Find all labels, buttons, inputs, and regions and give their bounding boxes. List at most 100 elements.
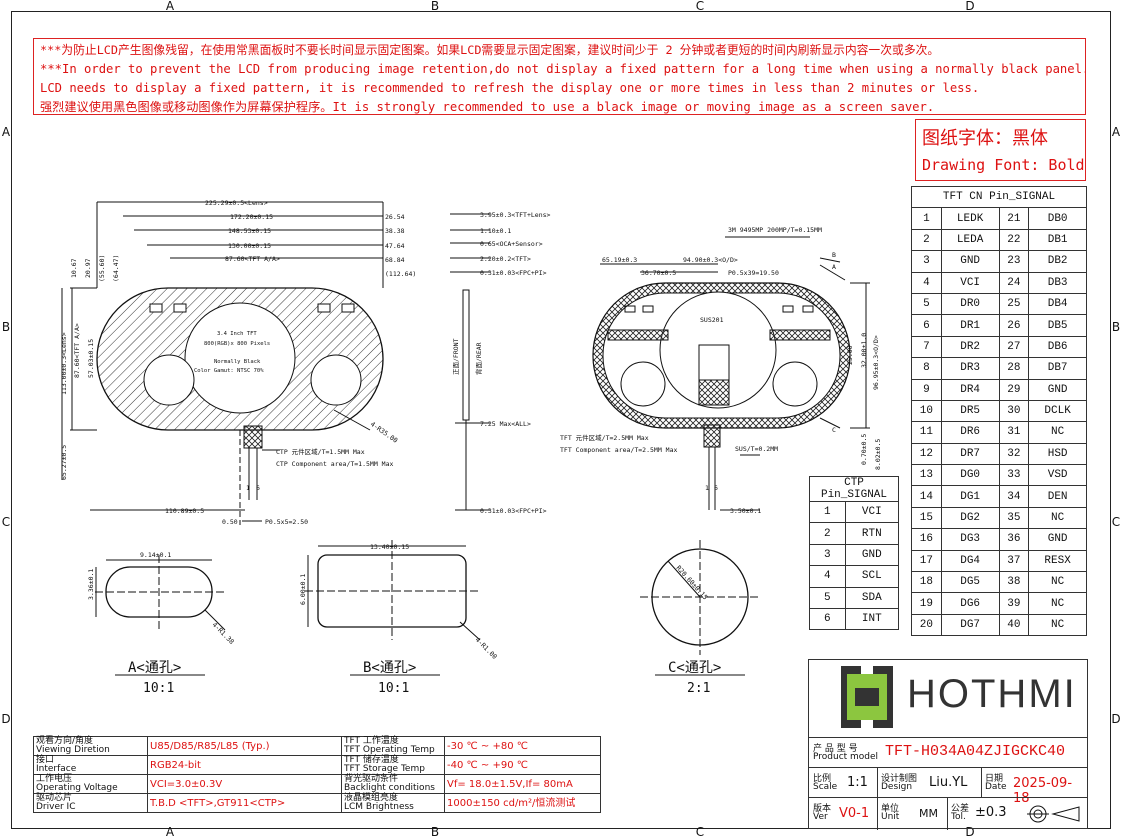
tft-pin-number: 26 [998, 314, 1030, 337]
tft-pin-number: 10 [911, 399, 942, 423]
front-vdim-8: 65.27±0.5 [60, 445, 68, 480]
detail-a-title: A<通孔> [128, 660, 181, 676]
ctp-pin-number: 1 [809, 500, 846, 524]
tft-pin-signal: DG7 [940, 613, 1000, 637]
side-dim-2: 1.10±0.1 [480, 227, 511, 235]
tol-label-en: Tol. [951, 812, 966, 822]
tft-pin-number: 25 [998, 292, 1030, 316]
side-dim-4: 2.20±0.2<TFT> [480, 255, 531, 263]
front-bottom-dim-1: 110.89±0.5 [165, 507, 204, 515]
front-slot-4 [341, 303, 355, 313]
zone-row-a-right: A [1111, 125, 1121, 139]
tft-pin-number: 39 [998, 592, 1030, 615]
tft-pin-signal: DEN [1028, 485, 1087, 508]
side-dim-5: 0.31±0.03<FPC+PI> [480, 269, 547, 277]
tft-pin-signal: DR3 [940, 357, 1000, 380]
date-label-en: Date [985, 782, 1007, 792]
tft-pin-number: 9 [911, 378, 942, 401]
design-label-cn: 设计制图 [881, 774, 918, 784]
rear-pad-left [607, 329, 669, 341]
tft-pin-signal: DR4 [940, 378, 1000, 401]
front-hole-right [310, 354, 362, 406]
front-slot-3 [317, 303, 331, 313]
front-bottom-dim-3: P0.5x5=2.50 [265, 518, 308, 526]
tft-pin-number: 40 [998, 613, 1030, 637]
detail-c-scale: 2:1 [687, 681, 710, 696]
tft-pin-number: 20 [911, 613, 942, 637]
tft-pin-number: 27 [998, 335, 1030, 359]
ctp-pin-signal: INT [844, 607, 900, 631]
front-vdim-1: 10.67 [70, 258, 78, 278]
spec-label-en: LCM Brightness [344, 802, 414, 812]
detail-a-scale: 10:1 [143, 681, 174, 696]
spec-label-cn: TFT 工作温度 [344, 736, 399, 746]
front-dim-2: 172.20±0.15 [230, 213, 273, 221]
tol-label-cn: 公差 [951, 804, 970, 814]
detail-a-dim-3: 4-R1.38 [211, 621, 236, 646]
zone-row-a-left: A [1, 125, 11, 139]
front-pin-6: 6 [256, 484, 260, 492]
warning-line-2: ***In order to prevent the LCD from prod… [40, 62, 1086, 76]
front-vdim-5: 113.00±0.3<Lens> [60, 332, 68, 395]
tft-pin-signal: DR7 [940, 442, 1000, 466]
rear-pad-right [769, 329, 831, 341]
ctp-pin-number: 2 [809, 522, 846, 545]
tft-pin-signal: DCLK [1028, 399, 1087, 423]
zone-row-d-right: D [1111, 712, 1121, 726]
rear-vdim-3: 25.00 [846, 345, 854, 365]
date-label-cn: 日期 [985, 774, 1004, 784]
tft-pin-signal: HSD [1028, 442, 1087, 466]
zone-col-b-bottom: B [430, 825, 440, 839]
tft-pin-signal: VCI [940, 271, 1000, 294]
tft-pin-signal: DB2 [1028, 250, 1087, 273]
tft-pin-signal: LEDK [940, 207, 1000, 230]
brand-logo [841, 666, 893, 728]
ctp-pin-number: 3 [809, 543, 846, 567]
front-dim-10: (112.64) [385, 270, 416, 278]
tft-pin-number: 8 [911, 357, 942, 380]
tft-pin-signal: RESX [1028, 549, 1087, 573]
tft-pin-number: 18 [911, 571, 942, 594]
rear-tft-en: TFT Component area/T=2.5MM Max [560, 446, 677, 454]
ctp-pin-signal: VCI [844, 500, 900, 524]
tft-pin-signal: DR2 [940, 335, 1000, 359]
unit-label-cn: 单位 [881, 804, 900, 814]
detail-c-dim-1: R20.60±0.15 [675, 564, 710, 601]
spec-label-cn: 背光驱动条件 [344, 774, 399, 784]
tft-pin-number: 16 [911, 528, 942, 551]
tft-pin-number: 23 [998, 250, 1030, 273]
side-dim-7: 0.31±0.03<FPC+PI> [480, 507, 547, 515]
warning-line-1: ***为防止LCD产生图像残留，在使用常黑面板时不要长时间显示固定图案。如果LC… [40, 43, 940, 57]
tft-pin-signal: DR6 [940, 421, 1000, 444]
tft-pin-signal: NC [1028, 613, 1087, 637]
rear-bottom-dim: 3.50±0.1 [730, 507, 761, 515]
front-dim-5: 87.60<TFT A/A> [225, 255, 280, 263]
spec-label-en: Viewing Diretion [36, 745, 110, 755]
spec-label-cn: 驱动芯片 [36, 793, 73, 803]
spec-label-en: Interface [36, 764, 77, 774]
ver-label-en: Ver [813, 812, 828, 822]
front-ctp-component [243, 425, 263, 449]
tft-pin-number: 12 [911, 442, 942, 466]
zone-col-b-top: B [430, 0, 440, 13]
spec-value: 1000±150 cd/m²/恒流测试 [447, 797, 576, 809]
tft-pin-signal: DG3 [940, 528, 1000, 551]
tft-pin-number: 13 [911, 464, 942, 487]
spec-value: T.B.D <TFT>,GT911<CTP> [150, 797, 286, 809]
front-ctp-cn: CTP 元件区域/T=1.5MM Max [276, 447, 365, 456]
spec-label-en: TFT Operating Temp [344, 745, 435, 755]
side-stack [462, 289, 470, 421]
tft-pin-number: 2 [911, 228, 942, 252]
detail-b-dim-3: 4-R1.00 [474, 636, 499, 661]
title-block: HOTHMI 产 品 型 号 Product model TFT-H034A04… [808, 659, 1088, 830]
front-slot-1 [149, 303, 163, 313]
